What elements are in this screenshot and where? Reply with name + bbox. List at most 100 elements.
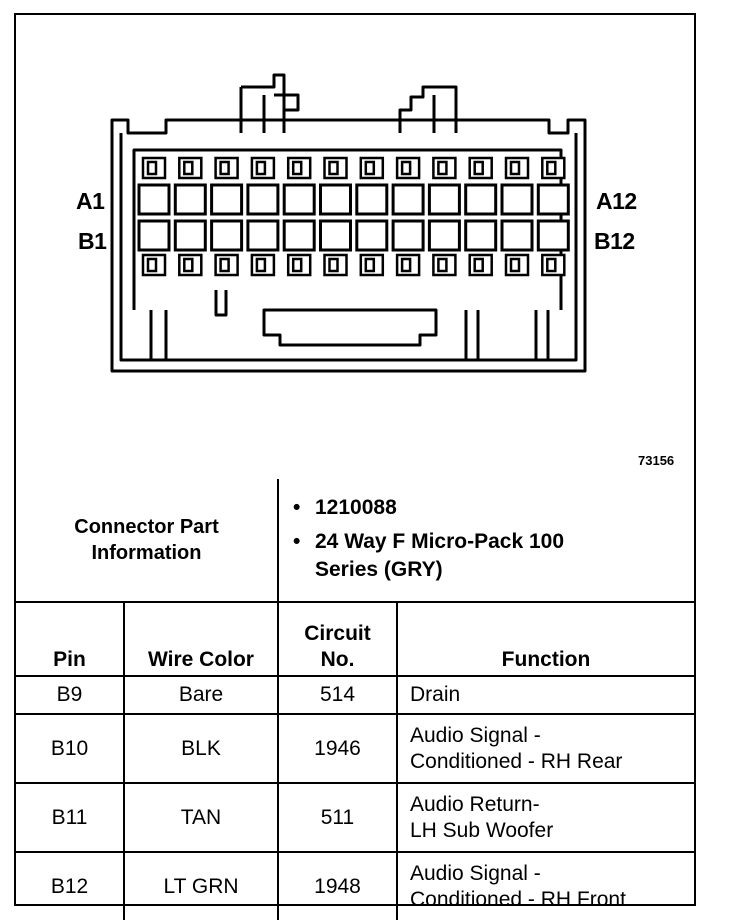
terminal-latch-a8 xyxy=(395,156,421,180)
connector-drawing xyxy=(110,73,587,373)
pin-cell: B11 xyxy=(16,782,125,853)
pin-cavity-a9 xyxy=(427,183,461,216)
terminal-latch-a11 xyxy=(504,156,530,180)
terminal-latch-b2 xyxy=(178,253,203,277)
wire-color-cell: LT GRN xyxy=(123,851,279,920)
pin-cavity-b3 xyxy=(210,219,244,252)
pin-cavity-b6 xyxy=(319,219,352,252)
pin-cavity-a12 xyxy=(536,183,570,216)
terminal-latch-b1 xyxy=(141,253,167,277)
terminal-latch-a1 xyxy=(141,156,167,180)
circuit-cell: 1946 xyxy=(277,713,398,784)
function-line-2: LH Sub Woofer xyxy=(410,818,554,842)
latch-left xyxy=(239,73,300,133)
pin-cavity-a1 xyxy=(137,183,171,216)
function-cell: Drain xyxy=(396,675,694,715)
table-row: B11 TAN 511 Audio Return- LH Sub Woofer xyxy=(16,782,694,853)
circuit-cell: 514 xyxy=(277,675,398,715)
connector-info-items: 1210088 24 Way F Micro-Pack 100 Series (… xyxy=(277,479,694,603)
connector-diagram: A1 B1 A12 B12 73156 xyxy=(16,15,694,479)
latch-right xyxy=(398,85,458,133)
pin-cavity-a2 xyxy=(173,183,207,216)
terminal-latch-a5 xyxy=(286,156,312,180)
header-circuit-text: Circuit No. xyxy=(304,622,371,671)
pin-cell: B10 xyxy=(16,713,125,784)
terminal-latch-a10 xyxy=(468,156,493,180)
pin-grid xyxy=(137,156,570,277)
terminal-latch-b5 xyxy=(286,253,312,277)
terminal-latch-b8 xyxy=(395,253,421,277)
pin-cavity-b12 xyxy=(536,219,570,252)
pin-cavity-b2 xyxy=(173,219,207,252)
function-line-2: Conditioned - RH Rear xyxy=(410,749,623,773)
figure-number: 73156 xyxy=(638,453,675,468)
connector-top-rim xyxy=(119,133,578,362)
table-row: B10 BLK 1946 Audio Signal - Conditioned … xyxy=(16,713,694,784)
function-line-1: Drain xyxy=(410,683,461,706)
terminal-latch-a7 xyxy=(359,156,385,180)
connector-info-label: Connector Part Information xyxy=(16,479,279,603)
pin-cavity-a6 xyxy=(319,183,352,216)
pin-cavity-b4 xyxy=(246,219,280,252)
terminal-latch-b9 xyxy=(432,253,457,277)
pin-cell: B12 xyxy=(16,851,125,920)
function-cell: Audio Return- LH Sub Woofer xyxy=(396,782,694,853)
pin-cell: B9 xyxy=(16,675,125,715)
connector-table: Connector Part Information 1210088 24 Wa… xyxy=(16,479,694,920)
terminal-latch-a9 xyxy=(432,156,457,180)
pin-cavity-b7 xyxy=(355,219,389,252)
terminal-latch-b11 xyxy=(504,253,530,277)
connector-description: 24 Way F Micro-Pack 100 Series (GRY) xyxy=(293,528,615,584)
terminal-latch-b6 xyxy=(323,253,348,277)
terminal-latch-b12 xyxy=(541,253,566,277)
table-row: B12 LT GRN 1948 Audio Signal - Condition… xyxy=(16,851,694,920)
terminal-latch-a6 xyxy=(323,156,348,180)
circuit-cell: 511 xyxy=(277,782,398,853)
terminal-latch-a3 xyxy=(214,156,239,180)
pin-cavity-b8 xyxy=(391,219,425,252)
terminal-latch-a12 xyxy=(541,156,566,180)
connector-info-row: Connector Part Information 1210088 24 Wa… xyxy=(16,479,694,603)
pin-cavity-a11 xyxy=(500,183,534,216)
pin-cavity-a10 xyxy=(464,183,498,216)
pin-cavity-b5 xyxy=(282,219,316,252)
terminal-latch-b7 xyxy=(359,253,385,277)
pin-cavity-a8 xyxy=(391,183,425,216)
table-row: B9 Bare 514 Drain xyxy=(16,675,694,715)
key-slot xyxy=(262,308,438,347)
terminal-latch-a4 xyxy=(250,156,276,180)
function-line-1: Audio Return- xyxy=(410,792,540,816)
header-function: Function xyxy=(396,601,694,677)
function-line-1: Audio Signal - xyxy=(410,861,541,885)
pin-cavity-a7 xyxy=(355,183,389,216)
header-wire-color: Wire Color xyxy=(123,601,279,677)
pin-cavity-a3 xyxy=(210,183,244,216)
connector-sheet: A1 B1 A12 B12 73156 Connector Part Infor… xyxy=(14,13,696,920)
terminal-latch-b3 xyxy=(214,253,239,277)
function-line-2: Conditioned - RH Front xyxy=(410,887,626,911)
connector-info-label-text: Connector Part Information xyxy=(74,516,219,564)
rail-left xyxy=(149,290,228,360)
pin-label-a1: A1 xyxy=(76,188,105,214)
terminal-latch-b10 xyxy=(468,253,493,277)
rail-right xyxy=(464,310,550,360)
wire-color-cell: Bare xyxy=(123,675,279,715)
pin-cavity-b9 xyxy=(427,219,461,252)
table-header-row: Pin Wire Color Circuit No. Function xyxy=(16,601,694,677)
pin-cavity-b10 xyxy=(464,219,498,252)
wire-color-cell: BLK xyxy=(123,713,279,784)
pin-cavity-b1 xyxy=(137,219,171,252)
wire-color-cell: TAN xyxy=(123,782,279,853)
function-cell: Audio Signal - Conditioned - RH Rear xyxy=(396,713,694,784)
terminal-latch-b4 xyxy=(250,253,276,277)
pin-cavity-a5 xyxy=(282,183,316,216)
function-line-1: Audio Signal - xyxy=(410,723,541,747)
circuit-cell: 1948 xyxy=(277,851,398,920)
function-cell: Audio Signal - Conditioned - RH Front xyxy=(396,851,694,920)
pin-label-b12: B12 xyxy=(594,228,635,254)
pin-cavity-a4 xyxy=(246,183,280,216)
header-pin: Pin xyxy=(16,601,125,677)
header-circuit: Circuit No. xyxy=(277,601,398,677)
pin-label-b1: B1 xyxy=(78,228,107,254)
pin-cavity-b11 xyxy=(500,219,534,252)
